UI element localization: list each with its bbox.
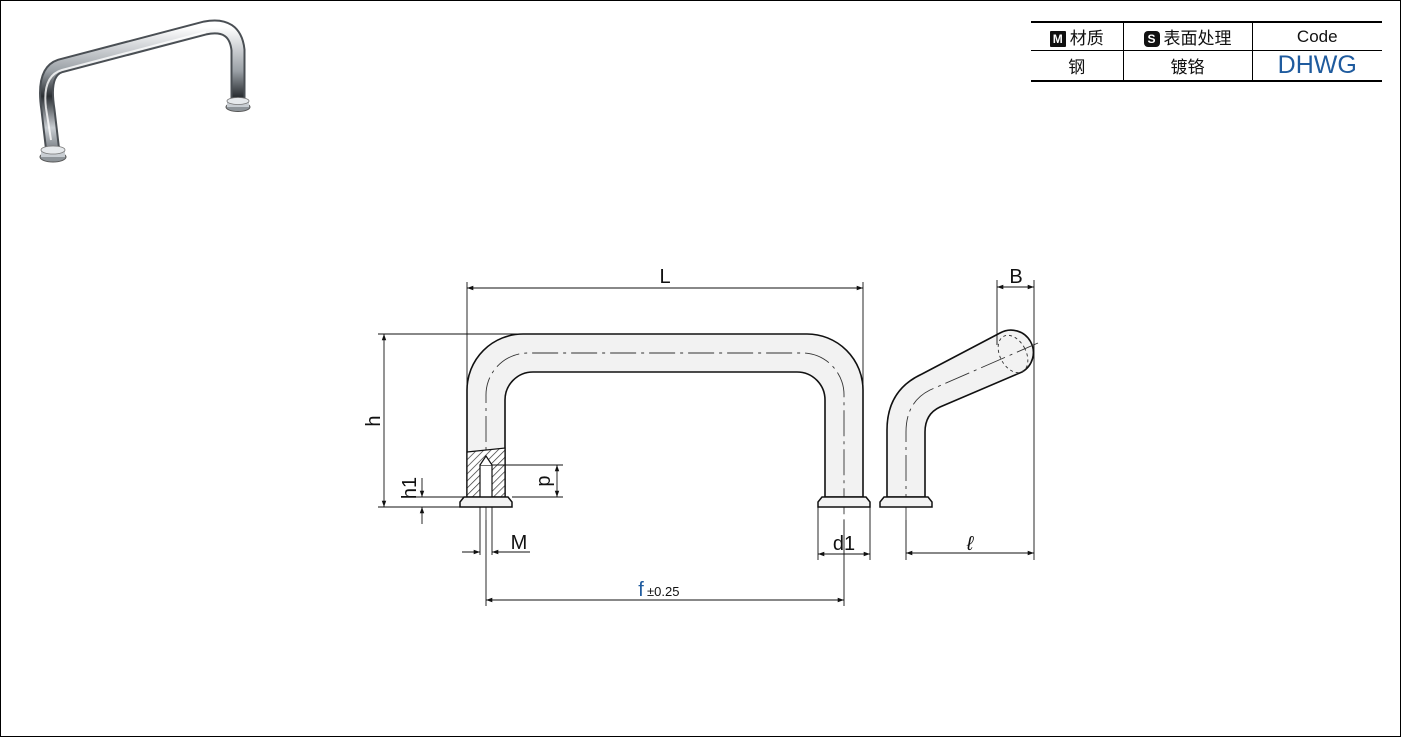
material-header: 材质 [1069, 29, 1104, 48]
dim-label-l: ℓ [966, 533, 975, 555]
left-foot [459, 496, 513, 508]
code-header: Code [1252, 21, 1382, 51]
handle-side-body [886, 329, 1035, 498]
code-value: DHWG [1252, 50, 1382, 82]
surface-mark-icon: S [1143, 31, 1160, 47]
material-value: 钢 [1031, 50, 1124, 82]
dim-label-h1: h1 [399, 477, 421, 499]
dim-label-h: h [363, 415, 385, 426]
spec-value-row: 钢 镀铬 DHWG [1031, 50, 1382, 82]
dim-label-d1: d1 [833, 533, 855, 555]
surface-header: 表面处理 [1163, 29, 1232, 48]
front-centerline [485, 352, 845, 520]
dim-label-p: p [533, 475, 555, 486]
dim-label-f-tolerance: ±0.25 [647, 584, 679, 599]
right-foot [817, 496, 871, 508]
front-view [459, 333, 871, 520]
side-view [879, 329, 1039, 520]
dim-label-M: M [511, 532, 528, 554]
code-value-text: DHWG [1277, 51, 1357, 79]
handle-front-body [466, 333, 864, 498]
dim-label-B: B [1009, 266, 1022, 288]
side-foot [879, 496, 933, 508]
product-photo [39, 19, 251, 163]
material-mark-icon: M [1049, 31, 1066, 47]
handle-side-end [997, 334, 1029, 374]
side-centerline [905, 342, 1039, 520]
dimension-lines [378, 280, 1035, 606]
dim-label-f: f [638, 579, 644, 601]
surface-value: 镀铬 [1123, 50, 1253, 82]
dim-label-L: L [659, 266, 670, 288]
